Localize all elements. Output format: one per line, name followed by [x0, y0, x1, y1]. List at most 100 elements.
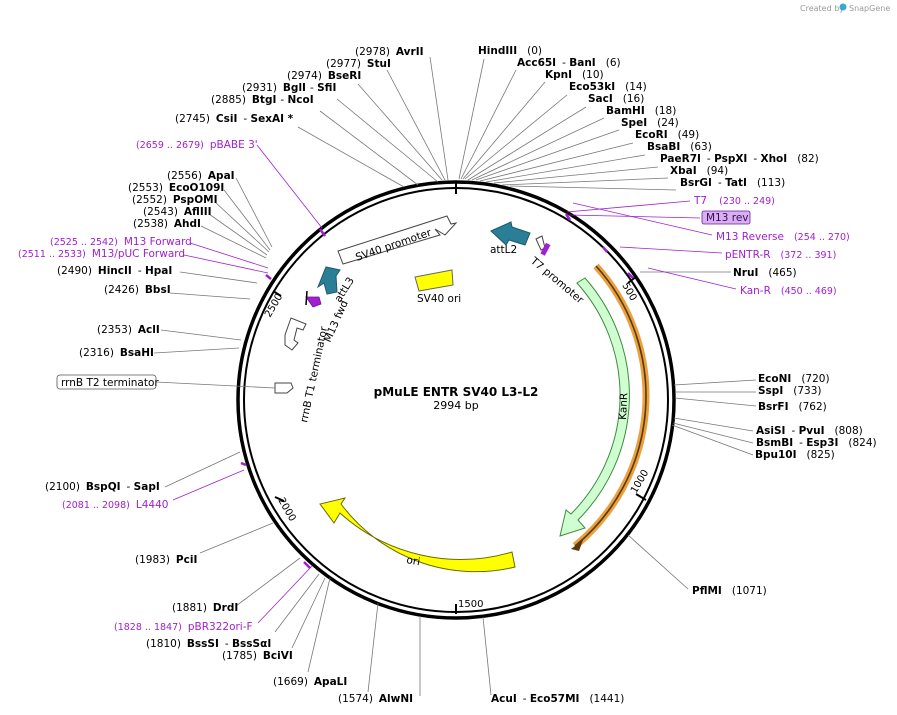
site-label[interactable]: (2543)AflIII: [143, 206, 212, 218]
site-label[interactable]: SacI(16): [588, 93, 644, 105]
site-label[interactable]: NruI(465): [733, 267, 797, 279]
credit-prefix: Created by: [800, 4, 844, 13]
callout-line: [155, 381, 276, 389]
primer-labels: (2659 .. 2679)pBABE 3' T7(230 .. 249) M1…: [18, 139, 850, 633]
primer-label[interactable]: (2659 .. 2679)pBABE 3': [136, 139, 258, 151]
primer-marks: [240, 213, 634, 569]
site-label[interactable]: (2100)BspQI- SapI: [45, 481, 160, 493]
snapgene-credit: Created by SnapGene: [800, 3, 890, 13]
site-label[interactable]: (2931)BglI- SfiI: [242, 82, 336, 94]
site-label[interactable]: (1785)BciVI: [222, 650, 293, 662]
primer-mark: [265, 274, 272, 280]
tick-mark: [272, 290, 282, 297]
site-label[interactable]: Bpu10I(825): [755, 449, 835, 461]
site-label[interactable]: (1881)DrdI: [172, 602, 238, 614]
tick-mark: [635, 493, 647, 501]
site-label[interactable]: PaeR7I- PspXI- XhoI(82): [660, 153, 819, 165]
site-label[interactable]: BsrFI(762): [758, 401, 827, 413]
feature-label: attL2: [490, 244, 517, 256]
site-label[interactable]: BsaBI(63): [647, 141, 712, 153]
site-label[interactable]: (2426)BbsI: [104, 284, 171, 296]
site-label[interactable]: (2316)BsaHI: [79, 347, 154, 359]
site-label[interactable]: BsrGI- TatI(113): [680, 177, 785, 189]
primer-mark: [318, 228, 327, 237]
site-label[interactable]: (2552)PspOMI: [132, 194, 217, 206]
primer-label[interactable]: Kan-R(450 .. 469): [740, 285, 837, 297]
primer-leader-lines: [172, 144, 737, 624]
site-label[interactable]: (2974)BseRI: [287, 70, 361, 82]
feature-label: rrnB T2 terminator: [61, 377, 159, 389]
site-label[interactable]: (2553)EcoO109I: [128, 182, 224, 194]
primer-arrow: [540, 242, 551, 256]
site-label[interactable]: PflMI(1071): [692, 585, 767, 597]
site-label[interactable]: Eco53kI(14): [569, 81, 647, 93]
site-label[interactable]: (1574)AlwNI: [338, 693, 413, 705]
restriction-sites: (2978)AvrII (2977)StuI (2974)BseRI (2931…: [45, 45, 877, 705]
site-mark: [305, 290, 308, 306]
site-label[interactable]: (2490)HincII- HpaI: [57, 265, 172, 277]
primer-mark: [303, 561, 311, 569]
plasmid-name: pMuLE ENTR SV40 L3-L2: [374, 385, 539, 399]
feature-label: T7 promoter: [527, 254, 586, 306]
feature-kanr[interactable]: [559, 277, 630, 537]
site-label[interactable]: (2885)BtgI- NcoI: [211, 94, 314, 106]
feature-label: KanR: [617, 392, 630, 420]
site-label[interactable]: XbaI(94): [670, 165, 728, 177]
feature-sv40-ori[interactable]: [414, 269, 454, 292]
primer-mark: [627, 272, 634, 279]
primer-label[interactable]: (2525 .. 2542)M13 Forward: [50, 236, 192, 248]
primer-mark: [602, 246, 608, 253]
primer-label[interactable]: M13 rev: [706, 212, 749, 224]
snapgene-logo-icon: [839, 3, 847, 11]
site-label[interactable]: (2538)AhdI: [133, 218, 201, 230]
feature-sv40-promoter[interactable]: [337, 215, 458, 265]
primer-mark: [240, 461, 247, 467]
orf-line: [574, 265, 647, 547]
feature-attl2[interactable]: [490, 221, 531, 246]
primer-label[interactable]: (2511 .. 2533)M13/pUC Forward: [18, 248, 185, 260]
primer-mark: [564, 213, 572, 221]
feature-ori[interactable]: [319, 497, 516, 573]
site-label[interactable]: (2978)AvrII: [355, 46, 424, 58]
site-label[interactable]: BamHI(18): [606, 105, 676, 117]
feature-label: ori: [405, 554, 421, 568]
site-label[interactable]: (2745)CsiI- SexAI *: [175, 113, 294, 125]
feature-attl3[interactable]: [316, 266, 341, 295]
primer-label[interactable]: (1828 .. 1847)pBR322ori-F: [114, 621, 253, 633]
tick-mark: [627, 275, 638, 284]
site-label[interactable]: (1810)BssSI- BssSαI: [146, 638, 271, 650]
site-label[interactable]: (2977)StuI: [326, 58, 391, 70]
site-label[interactable]: Acc65I- BanI(6): [517, 57, 621, 69]
site-label[interactable]: SpeI(24): [621, 117, 679, 129]
site-label[interactable]: (1983)PciI: [135, 554, 197, 566]
site-label[interactable]: HindIII(0): [478, 45, 542, 57]
tick-label: 1500: [458, 599, 483, 610]
primer-label[interactable]: T7(230 .. 249): [693, 195, 775, 207]
site-label[interactable]: KpnI(10): [545, 69, 604, 81]
site-label[interactable]: AsiSI- PvuI(808): [756, 425, 863, 437]
rrnb-t2-callout[interactable]: rrnB T2 terminator: [56, 374, 276, 390]
plasmid-length: 2994 bp: [433, 399, 478, 412]
site-label[interactable]: BsmBI- Esp3I(824): [756, 437, 877, 449]
credit-brand: SnapGene: [849, 4, 890, 13]
feature-label: rrnB T1 terminator: [298, 325, 330, 424]
orf-arrowhead: [571, 540, 583, 551]
site-label[interactable]: AcuI- Eco57MI(1441): [491, 693, 624, 705]
tick-mark: [274, 496, 285, 502]
primer-label[interactable]: M13 Reverse(254 .. 270): [716, 231, 850, 243]
site-leader-lines: [153, 56, 757, 696]
site-label[interactable]: (2353)AclI: [97, 324, 160, 336]
tick-label: 2000: [275, 496, 297, 524]
primer-label[interactable]: (2081 .. 2098)L4440: [62, 499, 168, 511]
site-label[interactable]: EcoRI(49): [635, 129, 699, 141]
feature-m13-fwd[interactable]: [305, 296, 322, 308]
site-label[interactable]: EcoNI(720): [758, 373, 830, 385]
feature-label: SV40 ori: [417, 293, 461, 305]
feature-rrnb-t2-terminator[interactable]: [274, 382, 294, 394]
feature-rrnb-t1-terminator[interactable]: [284, 317, 307, 351]
site-label[interactable]: SspI(733): [758, 385, 821, 397]
primer-label[interactable]: pENTR-R(372 .. 391): [725, 249, 836, 261]
site-label[interactable]: (1669)ApaLI: [273, 676, 347, 688]
site-label[interactable]: (2556)ApaI: [167, 170, 235, 182]
